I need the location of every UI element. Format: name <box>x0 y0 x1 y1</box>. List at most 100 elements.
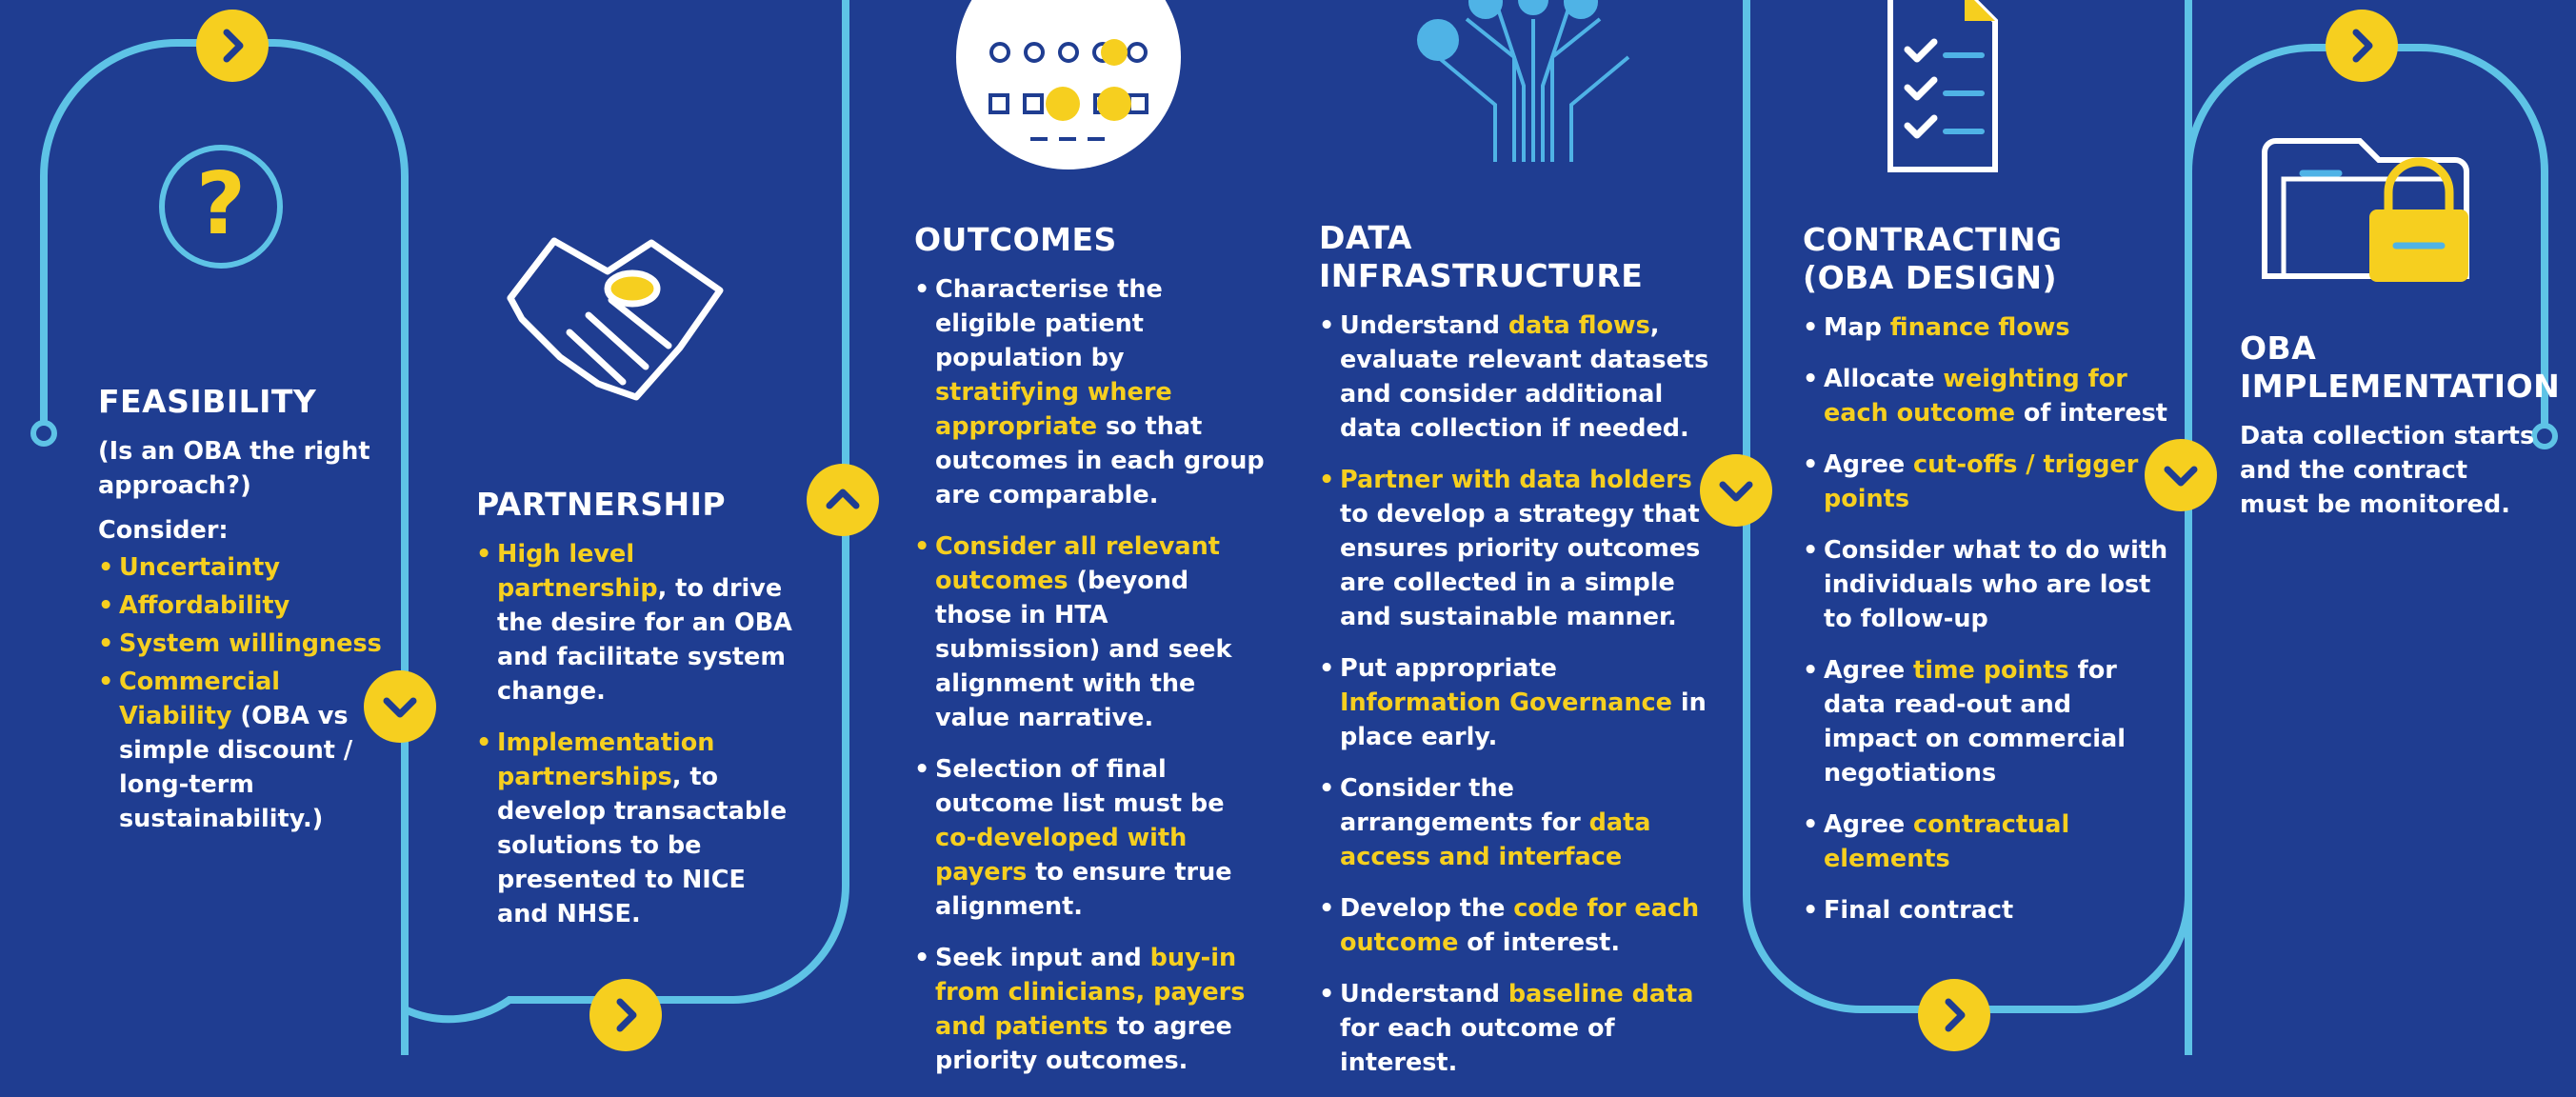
highlight-text: Partner with data holders <box>1340 466 1692 494</box>
bullet-text: to develop a strategy that ensures prior… <box>1340 500 1701 631</box>
question-mark-icon: ? <box>159 145 283 269</box>
stage-description: Data collection starts and the contract … <box>2240 422 2535 519</box>
highlight-text: Consider all relevant outcomes <box>935 532 1220 595</box>
stage-data-infrastructure: DATA INFRASTRUCTURE Understand data flow… <box>1319 219 1709 1097</box>
bullet-text: , to develop transactable solutions to b… <box>497 763 788 928</box>
bullet-text: Understand <box>1340 311 1508 340</box>
bullet-text: Seek input and <box>935 944 1150 972</box>
highlight-text: time points <box>1913 656 2069 685</box>
outcomes-list: Characterise the eligible patient popula… <box>914 272 1267 1078</box>
contracting-list: Map finance flowsAllocate weighting for … <box>1803 310 2169 927</box>
feasibility-top-next-button[interactable] <box>196 10 269 82</box>
bullet-item: Consider the arrangements for data acces… <box>1319 771 1709 874</box>
consider-label: Consider: <box>98 516 229 545</box>
bullet-text: Map <box>1824 313 1890 342</box>
bullet-text: so that outcomes in each group are compa… <box>935 412 1265 509</box>
bullet-text: for each outcome of interest. <box>1340 1014 1615 1077</box>
stage-title: DATA INFRASTRUCTURE <box>1319 219 1644 294</box>
bullet-item: Final contract <box>1803 893 2169 927</box>
bullet-text: Consider what to do with individuals who… <box>1824 536 2168 633</box>
highlight-text: Uncertainty <box>119 553 280 582</box>
chevron-down-icon <box>1719 481 1753 502</box>
bullet-item: Put appropriate Information Governance i… <box>1319 651 1709 754</box>
data-infrastructure-list: Understand data flows, evaluate relevant… <box>1319 309 1709 1080</box>
bullet-item: Seek input and buy-in from clinicians, p… <box>914 941 1267 1078</box>
highlight-text: weighting for each outcome <box>1824 365 2127 428</box>
chevron-down-icon <box>2164 466 2198 487</box>
partnership-list: High level partnership, to drive the des… <box>476 537 805 931</box>
bullet-text: Consider the arrangements for <box>1340 774 1589 837</box>
chevron-right-icon <box>223 29 244 63</box>
bullet-item: Selection of final outcome list must be … <box>914 752 1267 924</box>
highlight-text: stratifying where appropriate <box>935 378 1172 441</box>
highlight-text: contractual elements <box>1824 810 2070 873</box>
bullet-item: Agree contractual elements <box>1803 808 2169 876</box>
bullet-item: Map finance flows <box>1803 310 2169 345</box>
contracting-bottom-next-button[interactable] <box>1918 979 1990 1051</box>
implementation-top-next-button[interactable] <box>2326 10 2398 82</box>
bullet-text: Allocate <box>1824 365 1944 393</box>
stage-feasibility: FEASIBILITY (Is an OBA the right approac… <box>98 383 384 840</box>
chevron-right-icon <box>2352 29 2373 63</box>
checklist-icon <box>1887 0 1998 172</box>
bullet-item: Affordability <box>98 588 384 623</box>
bullet-text: of interest. <box>1458 928 1621 957</box>
bullet-text: , evaluate relevant datasets and conside… <box>1340 311 1709 443</box>
highlight-text: Information Governance <box>1340 688 1672 717</box>
health-icons-circle-icon <box>956 0 1181 170</box>
data-tree-icon <box>1417 0 1630 162</box>
bullet-item: System willingness <box>98 627 384 661</box>
data-infrastructure-down-button[interactable] <box>1700 454 1772 527</box>
bullet-text: (OBA vs simple discount / long-term sust… <box>119 702 353 833</box>
bullet-text: Final contract <box>1824 896 2014 925</box>
process-flow-diagram: ? <box>30 0 2558 1055</box>
stage-outcomes: OUTCOMES Characterise the eligible patie… <box>914 221 1267 1095</box>
bullet-item: Characterise the eligible patient popula… <box>914 272 1267 512</box>
highlight-text: Implementation partnerships <box>497 728 715 791</box>
bullet-item: Develop the code for each outcome of int… <box>1319 891 1709 960</box>
chevron-up-icon <box>826 489 860 509</box>
end-endpoint <box>2531 423 2558 449</box>
bullet-text: Develop the <box>1340 894 1514 923</box>
highlight-text: High level partnership <box>497 540 658 603</box>
bullet-text: Agree <box>1824 810 1914 839</box>
bullet-text: Agree <box>1824 450 1914 479</box>
outcomes-up-button[interactable] <box>807 464 879 536</box>
chevron-down-icon <box>383 697 417 718</box>
stage-implementation: OBA IMPLEMENTATION Data collection start… <box>2240 329 2561 522</box>
bullet-item: Allocate weighting for each outcome of i… <box>1803 362 2169 430</box>
node-circle <box>589 979 662 1051</box>
stage-question: (Is an OBA the right approach?) <box>98 437 370 500</box>
stage-partnership: PARTNERSHIP High level partnership, to d… <box>476 486 805 948</box>
bullet-item: Commercial Viability (OBA vs simple disc… <box>98 665 384 836</box>
node-circle <box>196 10 269 82</box>
highlight-text: code for each outcome <box>1340 894 1700 957</box>
stage-title: CONTRACTING (OBA DESIGN) <box>1803 221 2063 296</box>
node-circle <box>1700 454 1772 527</box>
highlight-text: baseline data <box>1508 980 1694 1008</box>
node-circle <box>1918 979 1990 1051</box>
highlight-text: cut-offs / trigger points <box>1824 450 2139 513</box>
svg-text:?: ? <box>196 154 246 254</box>
handshake-icon <box>507 237 724 401</box>
bullet-text: to ensure true alignment. <box>935 858 1232 921</box>
feasibility-list: UncertaintyAffordabilitySystem willingne… <box>98 550 384 836</box>
bullet-item: High level partnership, to drive the des… <box>476 537 805 708</box>
partnership-bottom-next-button[interactable] <box>589 979 662 1051</box>
stage-title: PARTNERSHIP <box>476 486 727 523</box>
highlight-text: finance flows <box>1889 313 2070 342</box>
node-circle <box>807 464 879 536</box>
bullet-text: of interest <box>2015 399 2168 428</box>
highlight-text: Affordability <box>119 591 290 620</box>
bullet-item: Understand data flows, evaluate relevant… <box>1319 309 1709 446</box>
bullet-item: Uncertainty <box>98 550 384 585</box>
stage-title: OBA IMPLEMENTATION <box>2240 329 2561 405</box>
locked-folder-icon <box>2262 138 2469 282</box>
highlight-text: co-developed with payers <box>935 824 1188 887</box>
process-path <box>40 0 2548 1055</box>
bullet-text: , to drive the desire for an OBA and fac… <box>497 574 792 706</box>
chevron-right-icon <box>616 998 637 1032</box>
highlight-text: buy-in from clinicians, payers and patie… <box>935 944 1246 1041</box>
bullet-item: Understand baseline data for each outcom… <box>1319 977 1709 1080</box>
bullet-text: Understand <box>1340 980 1508 1008</box>
